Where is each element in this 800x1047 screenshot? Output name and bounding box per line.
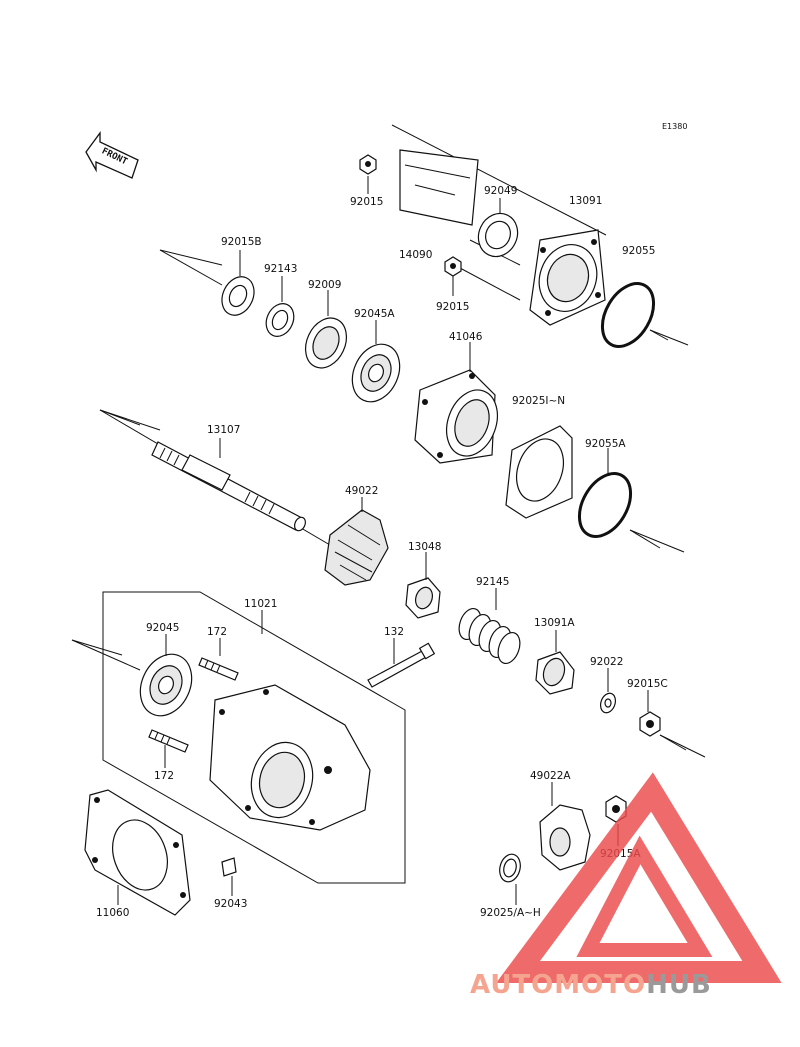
case-11021	[209, 684, 371, 831]
spacer-13091A	[535, 651, 575, 695]
label-132: 132	[384, 626, 404, 638]
watermark-part1: AUTOMOTO	[470, 970, 646, 1000]
label-92055A: 92055A	[585, 438, 626, 450]
watermark-part2: HUB	[646, 970, 712, 1000]
bolt-132	[367, 642, 436, 688]
label-92015-mid: 92015	[436, 301, 469, 313]
gasket-11060	[84, 789, 191, 916]
label-49022A: 49022A	[530, 770, 571, 782]
nut-14090	[444, 256, 462, 277]
label-92025I-N: 92025I~N	[512, 395, 565, 407]
label-13091: 13091	[569, 195, 602, 207]
label-92055: 92055	[622, 245, 655, 257]
gear-49022	[324, 509, 389, 586]
label-11060: 11060	[96, 907, 129, 919]
bearing-92045	[139, 653, 193, 717]
label-49022: 49022	[345, 485, 378, 497]
washer-92022	[599, 692, 617, 714]
label-14090: 14090	[399, 249, 432, 261]
shaft-13107	[151, 441, 307, 532]
label-92049: 92049	[484, 185, 517, 197]
gear-49022A	[539, 804, 591, 871]
watermark-text: AUTOMOTOHUB	[470, 970, 712, 1000]
label-172-lower: 172	[154, 770, 174, 782]
mount-bracket	[399, 149, 479, 226]
label-92045A: 92045A	[354, 308, 395, 320]
watermark-logo-icon	[496, 772, 782, 983]
spring-92145	[458, 607, 521, 665]
label-13091A: 13091A	[534, 617, 575, 629]
nut-92015-top	[359, 154, 377, 175]
front-arrow-icon: FRONT	[85, 131, 139, 179]
bearing-92045A	[351, 343, 401, 403]
nut-92015C	[639, 711, 661, 737]
label-92143: 92143	[264, 263, 297, 275]
seal-92049	[477, 212, 519, 258]
label-92015-top: 92015	[350, 196, 383, 208]
label-92015C: 92015C	[627, 678, 668, 690]
stud-172-lower	[148, 729, 189, 753]
diagram-code: E1380	[662, 122, 687, 131]
pin-92043	[221, 857, 237, 877]
label-92015B: 92015B	[221, 236, 262, 248]
stud-172-upper	[198, 657, 239, 681]
oring-92055	[600, 282, 656, 348]
part-labels: 92015 92049 13091 92015B 92143 14090 920…	[96, 185, 668, 919]
label-11021: 11021	[244, 598, 277, 610]
label-leaders	[117, 176, 649, 905]
label-92022: 92022	[590, 656, 623, 668]
collar-13048	[405, 577, 441, 619]
label-172-upper: 172	[207, 626, 227, 638]
oring-92055A	[577, 472, 633, 538]
seal-92015B	[221, 276, 255, 316]
label-92043: 92043	[214, 898, 247, 910]
label-92145: 92145	[476, 576, 509, 588]
ring-92009	[304, 317, 348, 369]
label-13048: 13048	[408, 541, 441, 553]
bearing-housing-13091	[529, 229, 606, 326]
label-92009: 92009	[308, 279, 341, 291]
label-92025A-H: 92025/A~H	[480, 907, 541, 919]
label-92045: 92045	[146, 622, 179, 634]
gasket-92025I-N	[505, 425, 573, 519]
housing-41046	[414, 369, 498, 464]
shim-92025A-H	[499, 853, 521, 883]
collar-92143	[265, 303, 295, 337]
label-13107: 13107	[207, 424, 240, 436]
label-41046: 41046	[449, 331, 483, 343]
